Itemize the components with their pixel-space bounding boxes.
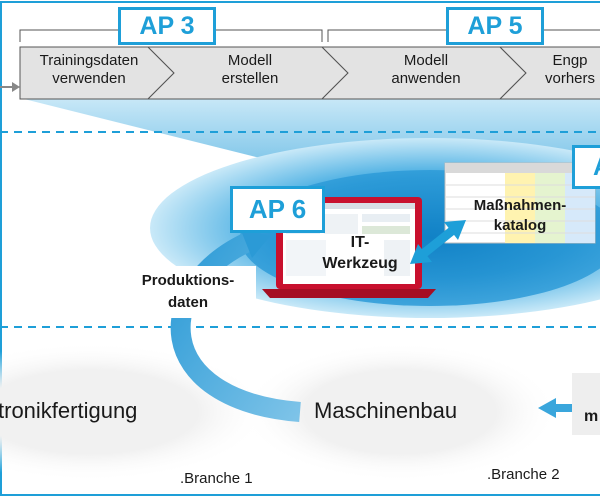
double-arrow — [410, 220, 466, 264]
right-cut-box — [572, 373, 600, 435]
catalog-thumbnail — [444, 162, 596, 244]
step-label-1: Trainingsdaten verwenden — [39, 52, 139, 87]
branch2-label: .Branche 2 — [487, 466, 560, 483]
step-label-4: Engp vorhers — [544, 52, 596, 87]
production-data-label: Produktions- daten — [120, 266, 256, 318]
ap6-badge: AP 6 — [230, 186, 325, 233]
catalog-label: Maßnahmen- katalog — [473, 197, 567, 235]
ap3-badge: AP 3 — [118, 7, 216, 45]
branch-left-text: tronikfertigung — [0, 398, 138, 423]
ap5-badge: AP 5 — [446, 7, 544, 45]
branch1-label: .Branche 1 — [180, 470, 253, 487]
step-label-2: Modell erstellen — [221, 52, 279, 87]
branch-blob-middle — [240, 342, 560, 482]
right-cut-text: m — [584, 408, 599, 425]
chevron-4 — [498, 46, 600, 100]
curved-arrow-head — [240, 228, 270, 258]
incoming-arrow-head — [12, 82, 20, 92]
right-arrow-head — [538, 398, 556, 418]
it-tool-label: IT- Werkzeug — [322, 234, 398, 272]
process-chevrons — [19, 46, 600, 100]
branch-middle-text: Maschinenbau — [314, 398, 458, 423]
step-label-3: Modell anwenden — [391, 52, 461, 87]
ap-cut-badge: A — [572, 145, 600, 189]
curved-arrow-body — [170, 230, 301, 422]
